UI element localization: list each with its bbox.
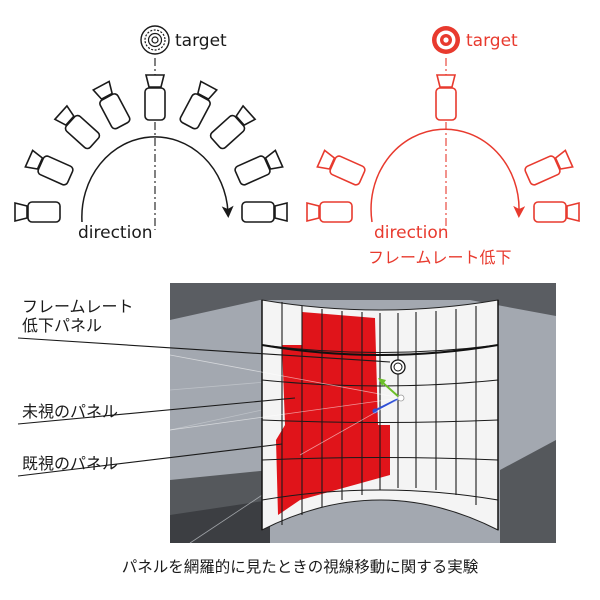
scene-target-icon [390, 359, 406, 375]
camera-icon [241, 201, 288, 223]
camera-icon [14, 201, 61, 223]
direction-label-right: direction [374, 223, 449, 243]
direction-label-left: direction [78, 223, 153, 243]
lowfps-label-line2: 低下パネル [22, 316, 102, 335]
camera-icon [144, 74, 166, 121]
direction-arc-right [370, 128, 526, 223]
scene-photo [169, 283, 556, 544]
target-icon-left [140, 25, 170, 55]
camera-icon [233, 148, 284, 187]
leader-lines [17, 337, 391, 477]
unseen-panel-label: 未視のパネル [22, 402, 118, 421]
lowfps-label-line1: フレームレート [22, 297, 134, 316]
camera-icon [53, 104, 102, 151]
caption: パネルを網羅的に見たときの視線移動に関する実験 [122, 558, 479, 576]
camera-icon [208, 104, 257, 151]
camera-icon [306, 201, 353, 223]
framerate-drop-note: フレームレート低下 [368, 248, 512, 267]
direction-arc-left [81, 136, 234, 223]
seen-panel-label: 既視のパネル [22, 454, 118, 473]
camera-icon [24, 148, 75, 187]
camera-icon [523, 148, 574, 187]
target-label-right: target [466, 31, 518, 51]
camera-icon [435, 74, 457, 121]
camera-icon [533, 201, 580, 223]
target-icon-right [432, 26, 460, 54]
target-label-left: target [175, 31, 227, 51]
right-diagram [306, 26, 580, 230]
camera-icon [91, 80, 132, 131]
gizmo-icon [372, 378, 405, 414]
camera-icon [178, 80, 219, 131]
camera-icon [316, 148, 367, 187]
left-diagram [14, 25, 288, 230]
